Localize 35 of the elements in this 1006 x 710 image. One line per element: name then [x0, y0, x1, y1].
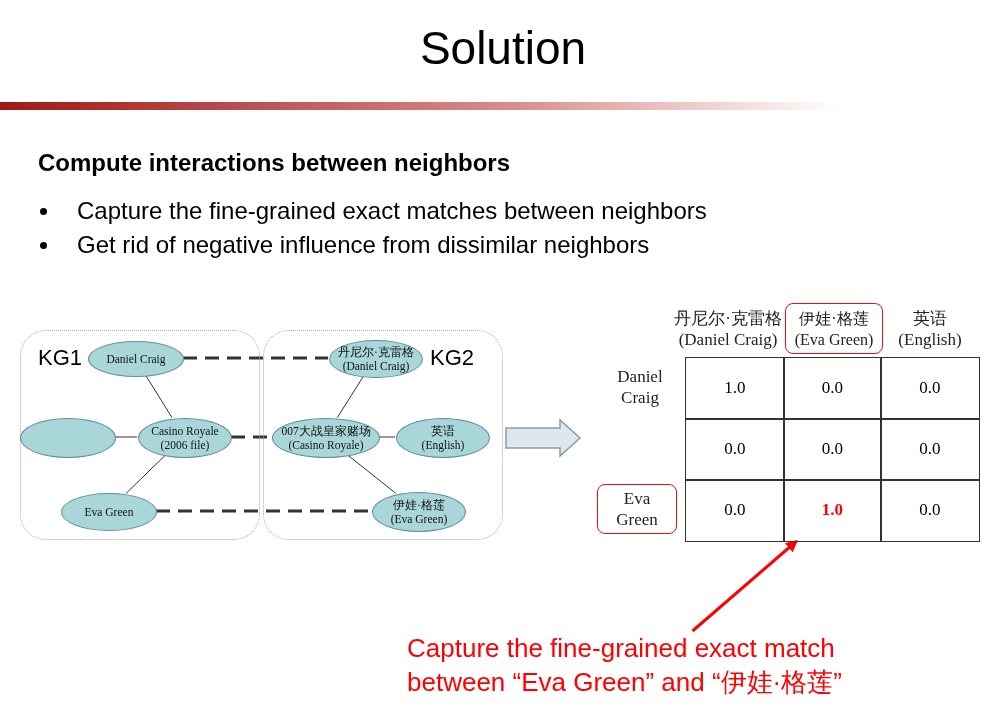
- highlight-box: Eva Green: [597, 484, 677, 534]
- slide-title: Solution: [418, 21, 588, 76]
- connector-line: [145, 375, 173, 419]
- entity-ellipse: 007大战皇家赌场 (Casino Royale): [272, 418, 380, 458]
- table-cell: 0.0: [783, 357, 882, 420]
- table-cell: 0.0: [880, 357, 980, 420]
- connector-line: [378, 436, 396, 438]
- panel-label: KG1: [38, 345, 83, 371]
- arrow: [691, 539, 798, 633]
- bullet-text: Get rid of negative influence from dissimilar neighbors: [77, 230, 650, 260]
- entity-ellipse: 丹尼尔·克雷格 (Daniel Craig): [329, 340, 423, 378]
- callout-text: Capture the fine-grained exact match between “Eva Green” and “伊娃·格莲”: [407, 631, 897, 701]
- entity-ellipse: 英语 (English): [396, 418, 490, 458]
- connector-line: [183, 356, 328, 360]
- entity-ellipse: Daniel Craig: [88, 341, 184, 377]
- bullet-text: Capture the fine-grained exact matches between neighbors: [77, 196, 707, 226]
- table-cell: 0.0: [880, 479, 980, 542]
- table-cell: 0.0: [685, 418, 785, 481]
- table-cell: 0.0: [880, 418, 980, 481]
- table-cell: 0.0: [783, 418, 882, 481]
- highlight-box: 伊娃·格莲 (Eva Green): [785, 303, 883, 354]
- connector-line: [114, 436, 138, 438]
- table-cell: 0.0: [685, 479, 785, 542]
- entity-ellipse: Casino Royale (2006 file): [138, 418, 232, 458]
- panel-label: KG2: [430, 345, 475, 371]
- row-header: Daniel Craig: [616, 366, 664, 409]
- entity-ellipse: [20, 418, 116, 458]
- entity-ellipse: 伊娃·格莲 (Eva Green): [372, 492, 466, 532]
- table-cell: 1.0: [685, 357, 785, 420]
- entity-ellipse: Eva Green: [61, 493, 157, 531]
- column-header: 丹尼尔·克雷格 (Daniel Craig): [673, 308, 783, 351]
- table-cell: 1.0: [783, 479, 882, 542]
- column-header: 英语 (English): [897, 308, 963, 351]
- connector-line: [156, 509, 371, 513]
- section-heading: Compute interactions between neighbors: [38, 149, 511, 177]
